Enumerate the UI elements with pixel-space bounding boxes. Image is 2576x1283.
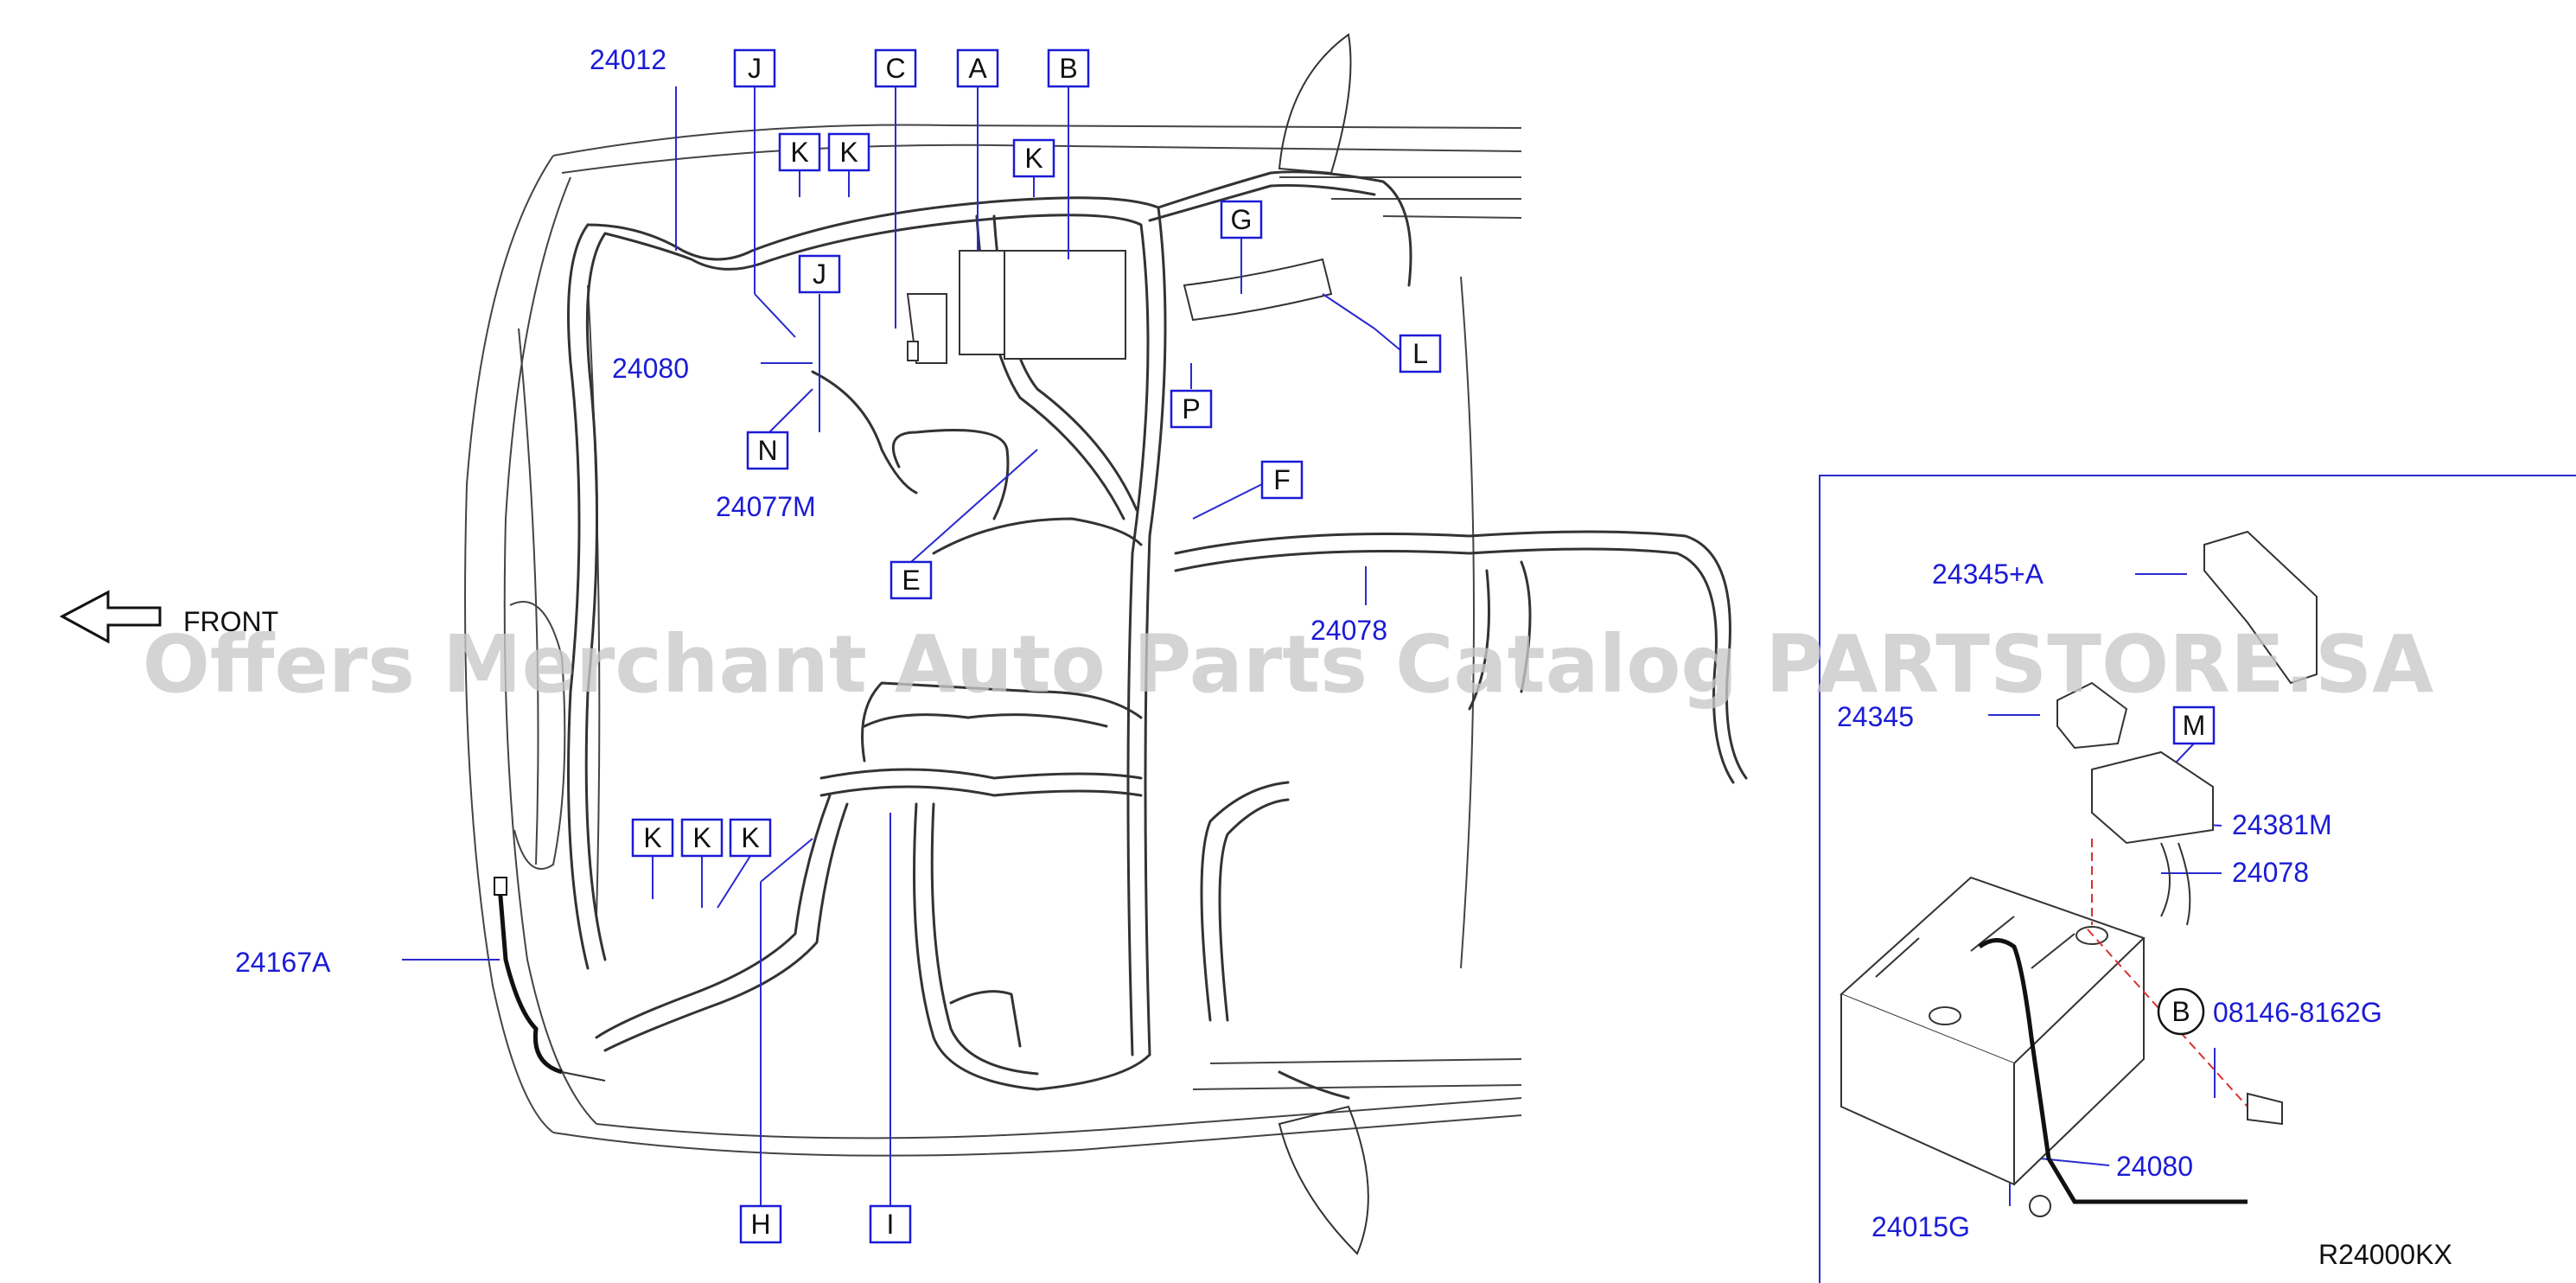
part-08146-8162G: 08146-8162G — [2213, 997, 2382, 1028]
callout-H: H — [750, 1209, 770, 1240]
part-24167A: 24167A — [235, 947, 331, 978]
part-number-labels: 24012 24080 24077M 24078 24167A 24345+A … — [235, 44, 2452, 1270]
part-24080-inset: 24080 — [2116, 1151, 2193, 1182]
harness-24167A — [494, 877, 606, 1082]
callout-K3: K — [1024, 143, 1043, 174]
fender-brackets — [1278, 33, 1369, 1255]
callout-M: M — [2183, 710, 2206, 741]
front-label: FRONT — [183, 606, 278, 637]
callout-E: E — [902, 565, 920, 596]
callout-K4: K — [643, 822, 661, 853]
battery — [1840, 876, 2146, 1186]
callout-P: P — [1182, 393, 1200, 424]
callout-L: L — [1412, 338, 1428, 369]
callout-J1: J — [748, 53, 762, 84]
part-24078-inset: 24078 — [2232, 857, 2309, 888]
part-24381M: 24381M — [2232, 809, 2332, 840]
watermark: Offers Merchant Auto Parts Catalog PARTS… — [143, 618, 2434, 711]
callout-K6: K — [741, 822, 759, 853]
front-arrow: FRONT — [59, 590, 278, 644]
callout-F: F — [1273, 464, 1291, 495]
callout-N: N — [757, 435, 777, 466]
callout-K2: K — [839, 137, 858, 168]
callout-J2: J — [813, 259, 826, 290]
callout-boxes: J C A B K K K J G L P N F E K K K H I M … — [631, 48, 2216, 1244]
part-24345: 24345 — [1837, 701, 1914, 732]
engine-room-harness — [567, 170, 1748, 1100]
part-24012: 24012 — [590, 44, 666, 75]
callout-C: C — [885, 53, 905, 84]
callout-I: I — [887, 1209, 895, 1240]
terminal-cover — [2056, 530, 2318, 845]
callout-B-circle: B — [2171, 996, 2190, 1027]
diagram-code: R24000KX — [2318, 1239, 2452, 1270]
callout-G: G — [1231, 204, 1253, 235]
callout-K5: K — [692, 822, 711, 853]
fuse-relay-blocks — [906, 250, 1333, 364]
part-24078-main: 24078 — [1310, 615, 1387, 646]
part-24345A: 24345+A — [1932, 559, 2044, 590]
callout-A: A — [968, 53, 987, 84]
part-24080-top: 24080 — [612, 353, 689, 384]
part-24015G: 24015G — [1871, 1211, 1970, 1242]
battery-inset-panel — [1819, 475, 2576, 1283]
callout-B: B — [1059, 53, 1077, 84]
part-24077M: 24077M — [716, 491, 816, 522]
callout-K1: K — [790, 137, 808, 168]
